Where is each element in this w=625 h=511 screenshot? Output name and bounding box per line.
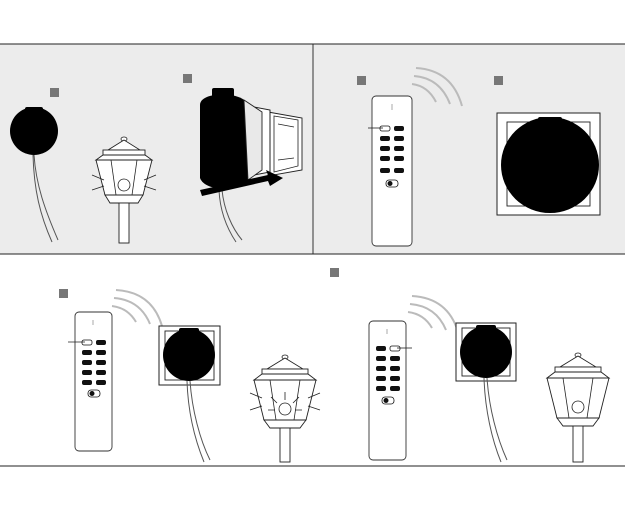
socket-adapter-icon-3 — [159, 326, 220, 462]
garden-lamp-icon-on — [250, 355, 320, 462]
panel-1 — [0, 44, 312, 254]
panel-4 — [330, 268, 609, 462]
step-marker-2b — [494, 76, 503, 85]
step-marker-3 — [59, 289, 68, 298]
panel-3 — [59, 289, 320, 462]
socket-adapter-icon-2 — [497, 113, 600, 215]
remote-control-icon-4 — [369, 321, 412, 460]
remote-control-icon-3 — [68, 312, 112, 451]
step-marker-1a — [50, 88, 59, 97]
step-marker-1b — [183, 74, 192, 83]
garden-lamp-icon-off — [547, 353, 609, 462]
step-marker-4 — [330, 268, 339, 277]
signal-waves-icon-3 — [112, 290, 162, 326]
remote-control-icon — [368, 96, 412, 246]
socket-adapter-icon-4 — [456, 323, 516, 462]
step-marker-2a — [357, 76, 366, 85]
panel-2 — [314, 44, 625, 254]
signal-waves-icon-4 — [408, 296, 458, 332]
